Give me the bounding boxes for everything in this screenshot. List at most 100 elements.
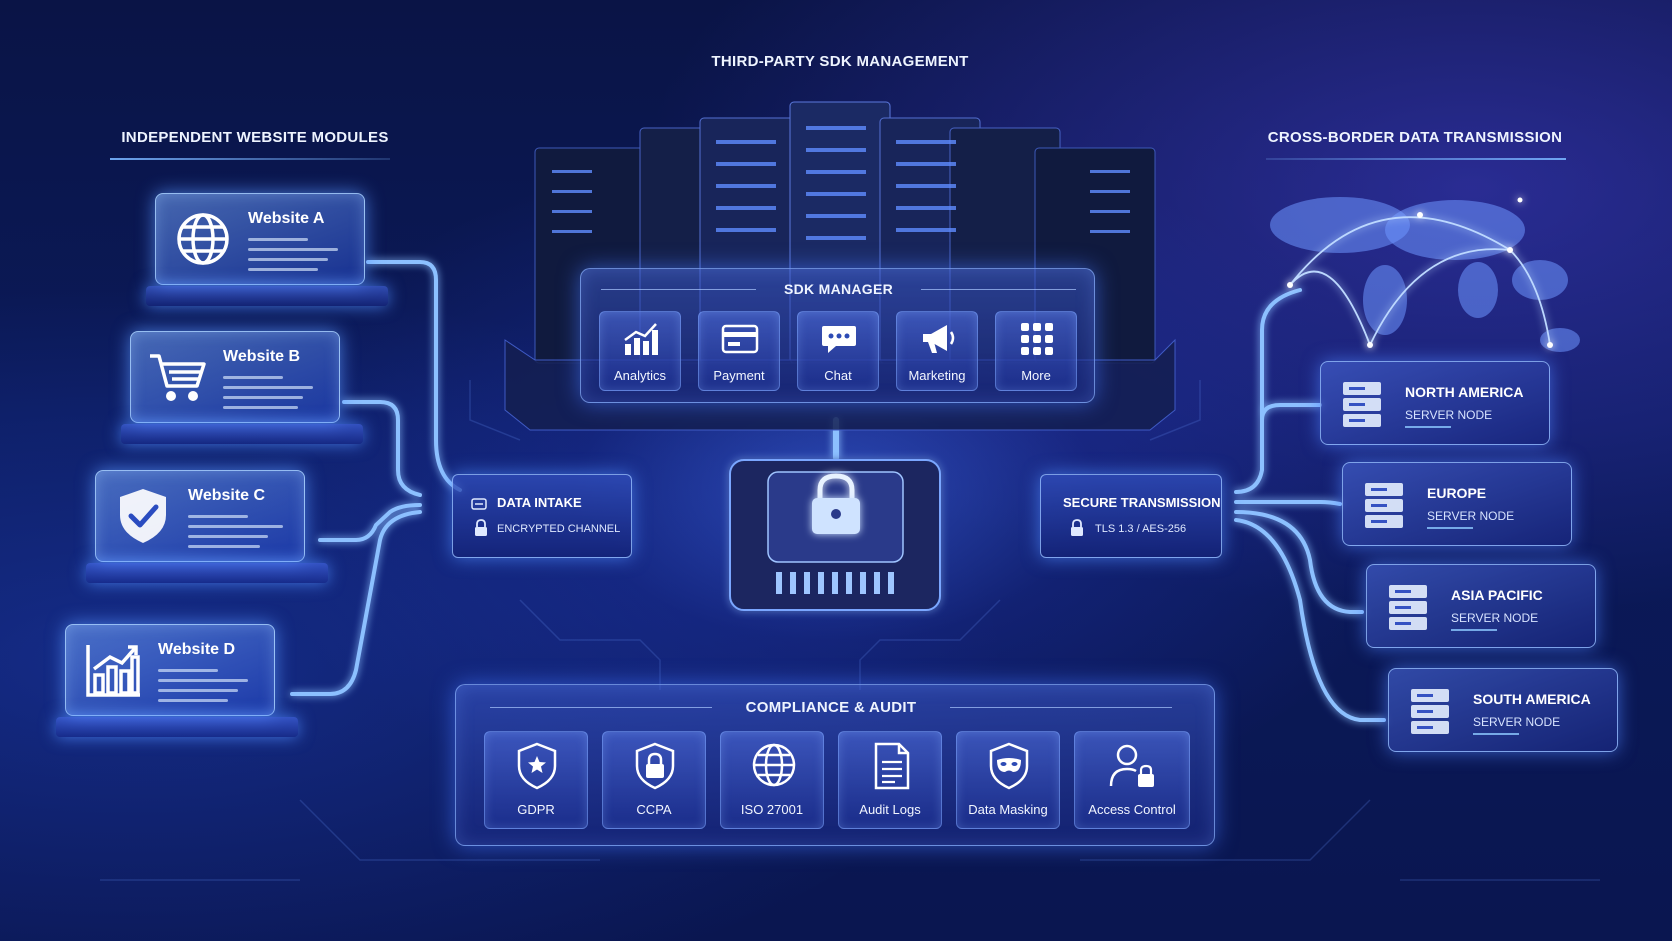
connector-website-d	[290, 510, 422, 696]
sdk-tile-analytics[interactable]: Analytics	[599, 311, 681, 391]
title-sdk-management: THIRD-PARTY SDK MANAGEMENT	[711, 53, 969, 70]
connector-website-c	[318, 503, 422, 542]
divider	[921, 289, 1076, 290]
sdk-tile-label: Marketing	[908, 368, 966, 383]
node-region: EUROPE	[1427, 485, 1487, 501]
compliance-tile-audit-logs[interactable]: Audit Logs	[838, 731, 942, 829]
channel-icon	[471, 498, 487, 510]
compliance-tile-gdpr[interactable]: GDPR	[484, 731, 588, 829]
node-region: SOUTH AMERICA	[1473, 691, 1591, 707]
node-type: SERVER NODE	[1427, 509, 1515, 523]
code-line	[248, 268, 318, 271]
node-region: ASIA PACIFIC	[1451, 587, 1543, 603]
connector-north-america	[1234, 403, 1322, 494]
card-base	[146, 286, 388, 306]
user-lock-icon	[1109, 744, 1154, 787]
connector-south-america	[1234, 518, 1386, 722]
server-node-north-america[interactable]: NORTH AMERICA SERVER NODE	[1320, 361, 1550, 445]
sdk-tile-marketing[interactable]: Marketing	[896, 311, 978, 391]
shopping-cart-icon	[150, 354, 206, 401]
compliance-tile-label: Access Control	[1088, 802, 1176, 817]
sdk-tile-payment[interactable]: Payment	[698, 311, 780, 391]
analytics-icon	[624, 323, 658, 355]
title-cross-border: CROSS-BORDER DATA TRANSMISSION	[1267, 129, 1563, 146]
server-icon	[1365, 483, 1403, 528]
sdk-manager-panel: SDK MANAGER Analytics Payment Chat	[580, 268, 1095, 403]
title-underline	[1266, 158, 1566, 160]
card-base	[121, 424, 363, 444]
credit-card-icon	[721, 324, 759, 354]
eu-star-shield-icon	[517, 742, 557, 790]
website-card-a[interactable]: Website A	[146, 193, 388, 306]
sdk-tile-chat[interactable]: Chat	[797, 311, 879, 391]
divider	[601, 289, 756, 290]
node-underline	[1405, 426, 1451, 428]
node-underline	[1473, 733, 1519, 735]
secure-transmission-title: SECURE TRANSMISSION	[1063, 495, 1221, 510]
server-icon	[1343, 382, 1381, 427]
server-node-south-america[interactable]: SOUTH AMERICA SERVER NODE	[1388, 668, 1618, 752]
website-card-c[interactable]: Website C	[86, 470, 328, 583]
divider	[490, 707, 712, 708]
lock-icon	[1071, 519, 1083, 536]
globe-icon	[752, 743, 796, 787]
security-chip	[729, 459, 941, 611]
data-intake-title: DATA INTAKE	[497, 495, 582, 510]
code-line	[223, 406, 298, 409]
card-base	[56, 717, 298, 737]
compliance-tile-label: Audit Logs	[859, 802, 921, 817]
compliance-tile-label: ISO 27001	[740, 802, 804, 817]
node-region: NORTH AMERICA	[1405, 384, 1524, 400]
data-intake-subtitle: ENCRYPTED CHANNEL	[497, 523, 621, 535]
sdk-tile-label: Payment	[713, 368, 765, 383]
sdk-tile-label: Analytics	[613, 368, 667, 383]
lock-icon	[475, 519, 487, 536]
sdk-tile-more[interactable]: More	[995, 311, 1077, 391]
compliance-tile-label: Data Masking	[968, 802, 1048, 817]
website-card-b[interactable]: Website B	[121, 331, 363, 444]
connector-europe	[1234, 500, 1342, 506]
grid-icon	[1021, 323, 1053, 355]
padlock-icon	[817, 473, 855, 500]
code-line	[223, 386, 313, 389]
world-map	[1270, 197, 1580, 352]
connector-website-a	[366, 260, 462, 492]
code-line	[248, 248, 338, 251]
node-underline	[1427, 527, 1473, 529]
code-line	[188, 545, 260, 548]
chat-icon	[822, 326, 856, 353]
mask-shield-icon	[989, 742, 1029, 790]
code-line	[158, 699, 228, 702]
sdk-tile-label: Chat	[824, 368, 852, 383]
connector-website-b	[342, 400, 422, 497]
server-icon	[1389, 585, 1427, 630]
compliance-tile-ccpa[interactable]: CCPA	[602, 731, 706, 829]
code-line	[248, 238, 308, 241]
website-card-d[interactable]: Website D	[56, 624, 298, 737]
title-website-modules: INDEPENDENT WEBSITE MODULES	[121, 129, 389, 146]
divider	[950, 707, 1172, 708]
code-line	[188, 525, 283, 528]
server-node-europe[interactable]: EUROPE SERVER NODE	[1342, 462, 1572, 546]
node-type: SERVER NODE	[1473, 715, 1561, 729]
connector-map	[1260, 288, 1302, 422]
shield-check-icon	[120, 489, 166, 543]
sdk-tile-label: More	[1021, 368, 1051, 383]
node-type: SERVER NODE	[1451, 611, 1539, 625]
title-underline	[110, 158, 390, 160]
card-base	[86, 563, 328, 583]
code-line	[158, 679, 248, 682]
code-line	[248, 258, 328, 261]
compliance-title: COMPLIANCE & AUDIT	[745, 699, 917, 716]
compliance-tile-access-control[interactable]: Access Control	[1074, 731, 1190, 829]
node-underline	[1451, 629, 1497, 631]
globe-icon	[177, 213, 229, 265]
megaphone-icon	[923, 325, 955, 353]
server-node-asia-pacific[interactable]: ASIA PACIFIC SERVER NODE	[1366, 564, 1596, 648]
compliance-tile-label: GDPR	[517, 802, 555, 817]
code-line	[188, 515, 248, 518]
compliance-tile-data-masking[interactable]: Data Masking	[956, 731, 1060, 829]
secure-transmission-subtitle: TLS 1.3 / AES-256	[1095, 523, 1187, 535]
compliance-tile-iso[interactable]: ISO 27001	[720, 731, 824, 829]
website-name: Website B	[223, 348, 301, 365]
